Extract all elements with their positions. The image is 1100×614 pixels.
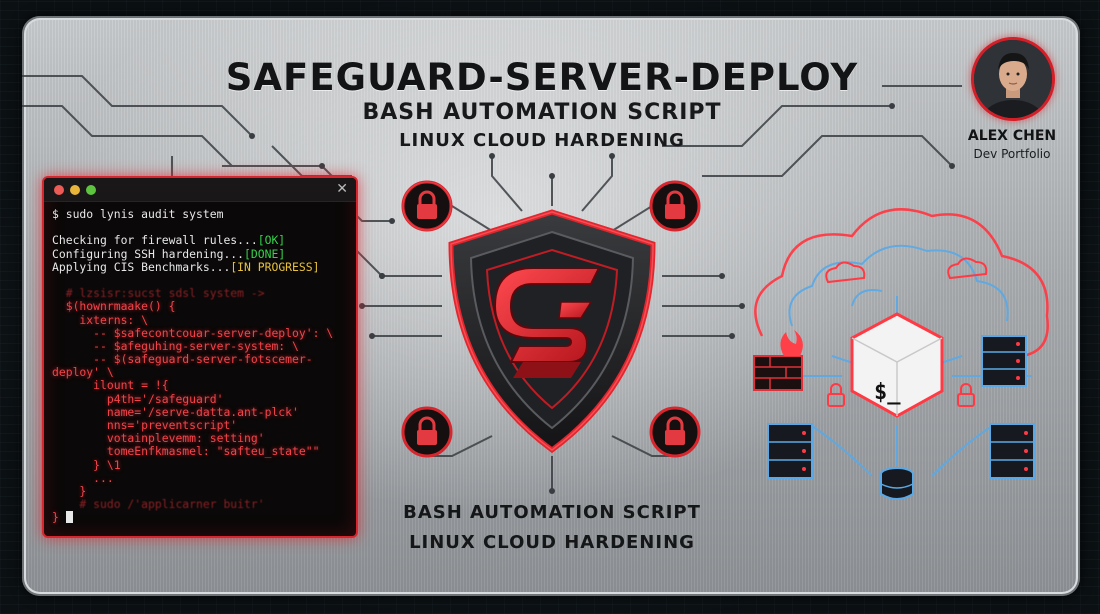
code-line: ilount = !{ <box>52 378 169 393</box>
server-rack-icon <box>989 423 1035 479</box>
firewall-icon <box>753 330 803 391</box>
svg-text:$_: $_ <box>874 380 901 405</box>
server-rack-icon <box>981 335 1027 387</box>
check-firewall: Checking for firewall rules...[OK] <box>52 233 286 248</box>
minimize-dot-icon[interactable] <box>70 185 80 195</box>
lock-icon <box>401 406 453 458</box>
author-name: ALEX CHEN <box>967 128 1057 144</box>
check-cis: Applying CIS Benchmarks...[IN PROGRESS] <box>52 259 320 274</box>
code-comment: # lzsisr:sucst sdsl system -> <box>52 286 265 301</box>
shield-s-logo-icon <box>448 209 656 454</box>
code-line: $(hownrmaake() { <box>52 299 176 314</box>
code-line: nns='preventscript' <box>52 418 238 432</box>
avatar <box>971 37 1055 121</box>
terminal-prompt[interactable]: } <box>52 511 348 524</box>
terminal-title-bar: ✕ <box>44 178 356 202</box>
terminal-window[interactable]: ✕ $ sudo lynis audit system Checking for… <box>42 176 358 538</box>
code-line: -- $afeguhing-server-system: \ <box>52 338 299 353</box>
subtitle-line-1: BASH AUTOMATION SCRIPT <box>362 100 722 125</box>
code-line: ixterns: \ <box>52 312 149 327</box>
maximize-dot-icon[interactable] <box>86 185 96 195</box>
cloud-network-icon: $_ <box>753 208 1049 500</box>
code-line: deploy' \ <box>52 365 114 380</box>
bash-terminal-cube-icon: $_ <box>850 312 944 418</box>
lock-icon <box>649 180 701 232</box>
code-line: name='/serve-datta.ant-plck' <box>52 404 299 419</box>
close-icon[interactable]: ✕ <box>336 181 348 197</box>
code-line: votainplevemm: setting' <box>52 431 265 446</box>
code-line: -- $(safeguard-server-fotscemer- <box>52 352 313 367</box>
lock-icon <box>649 406 701 458</box>
code-comment: # sudo /'applicarner buitr' <box>52 497 265 512</box>
bottom-caption-line-2: LINUX CLOUD HARDENING <box>409 532 695 553</box>
lock-icon <box>401 180 453 232</box>
code-line: ... <box>52 470 114 485</box>
subtitle-line-2: LINUX CLOUD HARDENING <box>399 130 685 151</box>
server-rack-icon <box>767 423 813 479</box>
code-line: -- $safecontcouar-server-deploy': \ <box>52 325 334 340</box>
code-line: } <box>52 483 87 498</box>
code-line: tomeEnfkmasmel: "safteu_state"" <box>52 444 320 459</box>
terminal-output: $ sudo lynis audit system Checking for f… <box>44 202 356 531</box>
author-role: Dev Portfolio <box>973 147 1051 161</box>
close-dot-icon[interactable] <box>54 185 64 195</box>
avatar-portrait-icon <box>974 40 1052 118</box>
code-line: } \1 <box>52 457 121 472</box>
page-title: SAFEGUARD-SERVER-DEPLOY <box>225 56 859 99</box>
database-icon <box>880 467 914 500</box>
cursor-icon <box>65 511 73 524</box>
metal-panel: SAFEGUARD-SERVER-DEPLOY BASH AUTOMATION … <box>22 16 1080 596</box>
check-ssh: Configuring SSH hardening...[DONE] <box>52 246 286 261</box>
bottom-caption-line-1: BASH AUTOMATION SCRIPT <box>403 502 701 523</box>
terminal-command: $ sudo lynis audit system <box>52 207 224 221</box>
code-line: p4th='/safeguard' <box>52 391 224 406</box>
